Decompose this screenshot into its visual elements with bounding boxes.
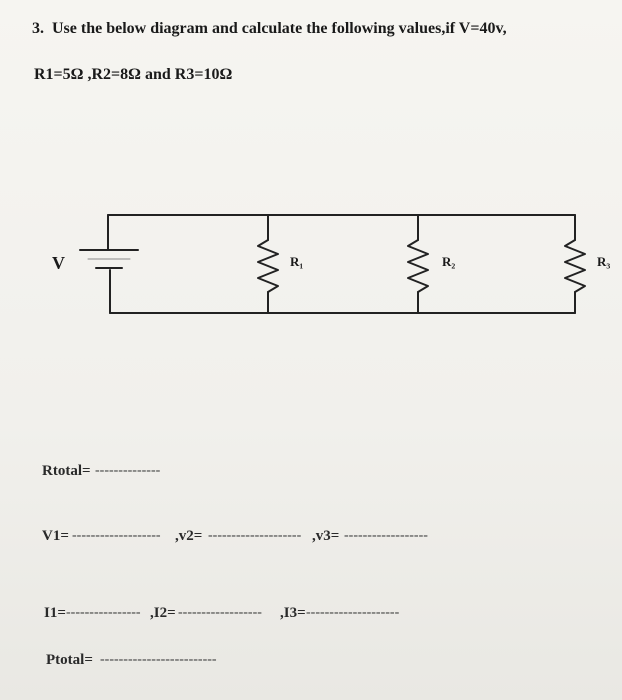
v2-label: ,v2= — [175, 528, 203, 544]
i2-blank: ------------------ — [178, 605, 262, 620]
resistor-label-r3: R₃ — [597, 254, 611, 269]
rtotal-blank: -------------- — [95, 463, 161, 478]
i3-label: ,I3= — [280, 605, 306, 621]
question-line-1: 3. Use the below diagram and calculate t… — [32, 20, 507, 38]
ptotal-blank: ------------------------- — [100, 652, 217, 667]
i1-blank: ---------------- — [66, 605, 141, 620]
v3-label: ,v3= — [312, 528, 340, 544]
r2-zigzag — [407, 239, 429, 293]
resistor-label-r2: R₂ — [442, 254, 456, 269]
i2-label: ,I2= — [150, 605, 176, 621]
r1-zigzag — [257, 239, 279, 293]
i1-label: I1= — [44, 605, 66, 621]
ptotal-label: Ptotal= — [46, 652, 93, 668]
v1-label: V1= — [42, 528, 69, 544]
question-line-2: R1=5Ω ,R2=8Ω and R3=10Ω — [34, 66, 233, 83]
v1-blank: ------------------- — [72, 528, 161, 543]
source-label: V — [52, 253, 65, 273]
question-number: 3. — [32, 20, 44, 37]
resistor-label-r1: R₁ — [290, 254, 304, 269]
v3-blank: ------------------ — [344, 528, 428, 543]
i3-blank: -------------------- — [306, 605, 400, 620]
v2-blank: -------------------- — [208, 528, 302, 543]
rtotal-label: Rtotal= — [42, 463, 91, 479]
question-text: Use the below diagram and calculate the … — [52, 20, 507, 37]
r3-zigzag — [564, 239, 586, 293]
